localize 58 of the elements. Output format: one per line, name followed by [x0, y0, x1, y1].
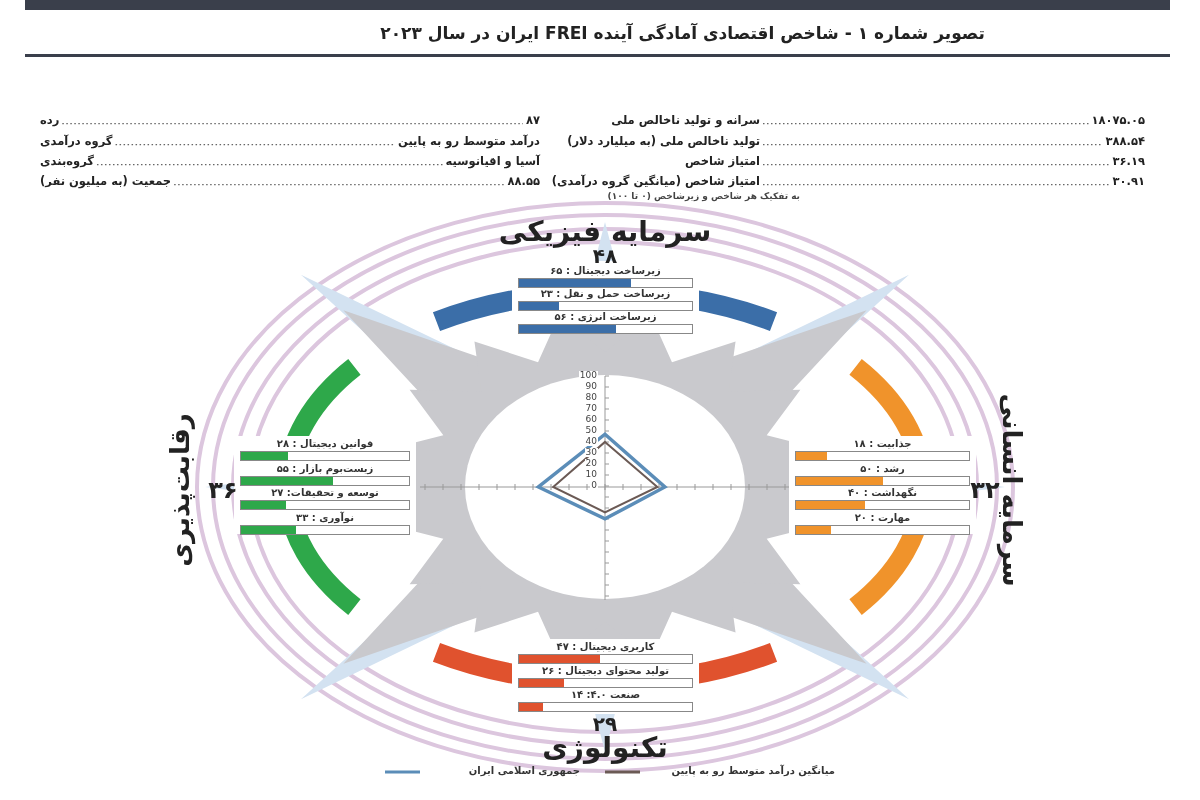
category-score: ۳۶: [208, 478, 238, 502]
bar-label: زیست‌بوم بازار : ۵۵: [276, 462, 374, 474]
bar-label: صنعت ۴.۰: ۱۴: [570, 689, 641, 701]
bar-label: زیرساخت انرژی : ۵۶: [554, 311, 657, 323]
stat-value: ۸۸.۵۵: [507, 175, 540, 189]
bar-label: کاربری دیجیتال : ۴۷: [556, 641, 655, 653]
stat-label: امتیاز شاخص: [685, 155, 760, 169]
dotted-leader: [173, 184, 506, 186]
dotted-leader: [762, 164, 1111, 166]
bar-label: قوانین دیجیتال : ۲۸: [276, 438, 374, 450]
stat-label: امتیاز شاخص (میانگین گروه درآمدی): [551, 175, 760, 189]
stat-value: آسیا و اقیانوسیه: [445, 155, 540, 169]
bar-label: نگهداشت : ۴۰: [848, 487, 917, 499]
axis-tick-label: 100: [578, 371, 598, 380]
stat-value: ۱۸۰۷۵.۰۵: [1091, 114, 1145, 128]
axis-tick-label: 60: [584, 415, 598, 424]
category-title: تکنولوژی: [542, 734, 668, 762]
legend-label: میانگین درآمد متوسط رو به پایین: [671, 765, 835, 777]
dotted-leader: [61, 123, 524, 125]
stat-value: ۳۰.۹۱: [1112, 175, 1145, 189]
axis-tick-label: 70: [584, 404, 598, 413]
bar-label: جذابیت : ۱۸: [853, 438, 912, 450]
stat-value: ۸۷: [525, 114, 540, 128]
stat-value: ۳۸۸.۵۴: [1105, 135, 1145, 149]
dotted-leader: [762, 184, 1111, 186]
axis-tick-label: 20: [584, 459, 598, 468]
bar-label: تولید محتوای دیجیتال : ۲۶: [542, 665, 669, 677]
stat-label: رده: [40, 114, 60, 128]
category-title: سرمایه فیزیکی: [498, 218, 712, 246]
bar-label: نوآوری : ۳۳: [296, 511, 354, 523]
stat-label: گروه درآمدی: [40, 135, 113, 149]
dotted-leader: [762, 123, 1090, 125]
category-score: ۲۹: [592, 714, 618, 734]
stat-label: گروه‌بندی: [40, 155, 94, 169]
axis-tick-label: 40: [584, 437, 598, 446]
stat-value: ۳۶.۱۹: [1112, 155, 1145, 169]
stat-label: تولید ناخالص ملی (به میلیارد دلار): [567, 135, 760, 149]
stat-value: درآمد متوسط رو به پایین: [398, 135, 540, 149]
axis-tick-label: 50: [584, 426, 598, 435]
bar-label: رشد : ۵۰: [860, 462, 905, 474]
page-title: تصویر شماره ۱ - شاخص اقتصادی آمادگی آینده FREI ایران در سال ۲۰۲۳: [380, 24, 985, 44]
stat-label: جمعیت (به میلیون نفر): [40, 175, 172, 189]
dotted-leader: [762, 144, 1104, 146]
bar-label: توسعه و تحقیقات: ۲۷: [271, 487, 379, 499]
axis-tick-label: 90: [584, 382, 598, 391]
axis-tick-label: 10: [584, 470, 598, 479]
dotted-leader: [114, 144, 396, 146]
category-score: ۴۸: [592, 246, 618, 266]
axis-tick-label: 30: [584, 448, 598, 457]
legend-label: جمهوری اسلامی ایران: [468, 765, 580, 777]
footnote: به تفکیک هر شاخص و زیرشاخص (۰ تا ۱۰۰): [607, 191, 800, 202]
bar-label: مهارت : ۲۰: [854, 511, 911, 523]
dotted-leader: [96, 164, 444, 166]
axis-tick-label: 0: [590, 481, 598, 490]
stat-label: سرانه و تولید ناخالص ملی: [611, 114, 760, 128]
bar-label: زیرساخت حمل و نقل : ۲۳: [540, 288, 671, 300]
axis-tick-label: 80: [584, 393, 598, 402]
bar-label: زیرساخت دیجیتال : ۶۵: [550, 265, 661, 277]
